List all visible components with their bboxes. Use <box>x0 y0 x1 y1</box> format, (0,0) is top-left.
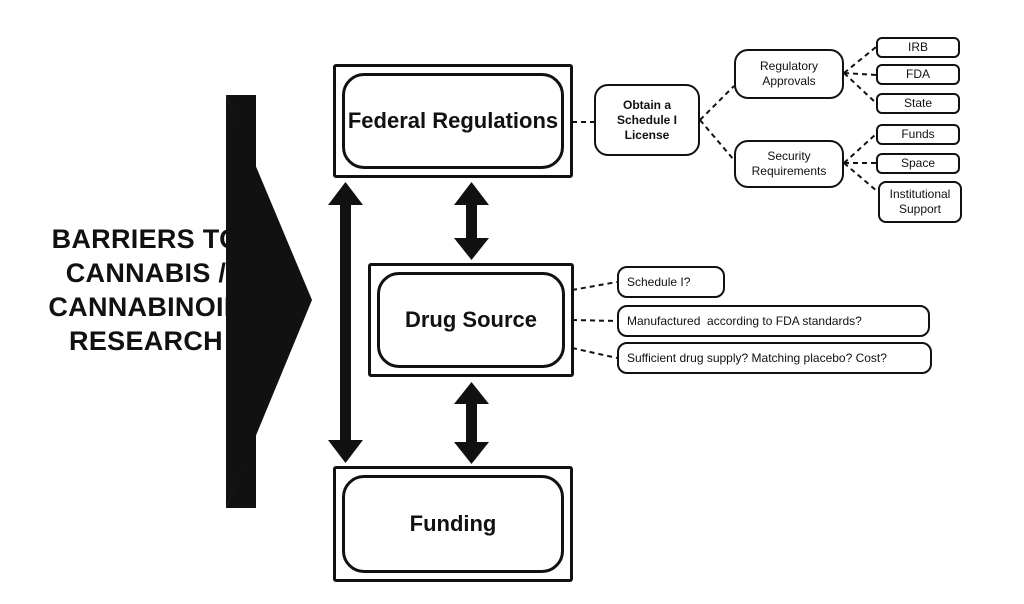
drug-source-label: Drug Source <box>377 272 565 368</box>
funding-box: Funding <box>333 466 573 582</box>
dashed-connectors <box>571 46 879 359</box>
barriers-title: BARRIERS TO CANNABIS / CANNABINOID RESEA… <box>36 222 256 358</box>
federal-regulations-box: Federal Regulations <box>333 64 573 178</box>
regulatory-line: Approvals <box>762 74 816 88</box>
state-box: State <box>876 93 960 114</box>
license-line: License <box>624 127 670 142</box>
title-line: CANNABIS / <box>65 258 227 288</box>
institutional-line: Support <box>898 202 941 216</box>
security-requirements-box: Security Requirements <box>734 140 844 188</box>
license-line: Schedule I <box>616 112 678 127</box>
schedule-question-box: Schedule I? <box>617 266 725 298</box>
security-line: Requirements <box>751 164 827 178</box>
federal-funding-arrow <box>328 182 363 463</box>
chevron-body <box>226 95 312 508</box>
federal-regulations-label: Federal Regulations <box>342 73 564 169</box>
fda-box: FDA <box>876 64 960 85</box>
regulatory-line: Regulatory <box>759 59 819 73</box>
funds-box: Funds <box>876 124 960 145</box>
regulatory-approvals-box: Regulatory Approvals <box>734 49 844 99</box>
institutional-support-box: Institutional Support <box>878 181 962 223</box>
funding-label: Funding <box>342 475 564 573</box>
title-line: RESEARCH <box>69 326 223 356</box>
drug-source-box: Drug Source <box>368 263 574 377</box>
schedule-license-box: Obtain a Schedule I License <box>594 84 700 156</box>
federal-drug-arrow <box>454 182 489 260</box>
title-line: BARRIERS TO <box>51 224 241 254</box>
space-box: Space <box>876 153 960 174</box>
title-line: CANNABINOID <box>48 292 244 322</box>
drug-funding-arrow <box>454 382 489 464</box>
supply-question-box: Sufficient drug supply? Matching placebo… <box>617 342 932 374</box>
fda-standards-question-box: Manufactured according to FDA standards? <box>617 305 930 337</box>
license-line: Obtain a <box>622 97 671 112</box>
institutional-line: Institutional <box>889 187 951 201</box>
irb-box: IRB <box>876 37 960 58</box>
security-line: Security <box>767 149 811 163</box>
